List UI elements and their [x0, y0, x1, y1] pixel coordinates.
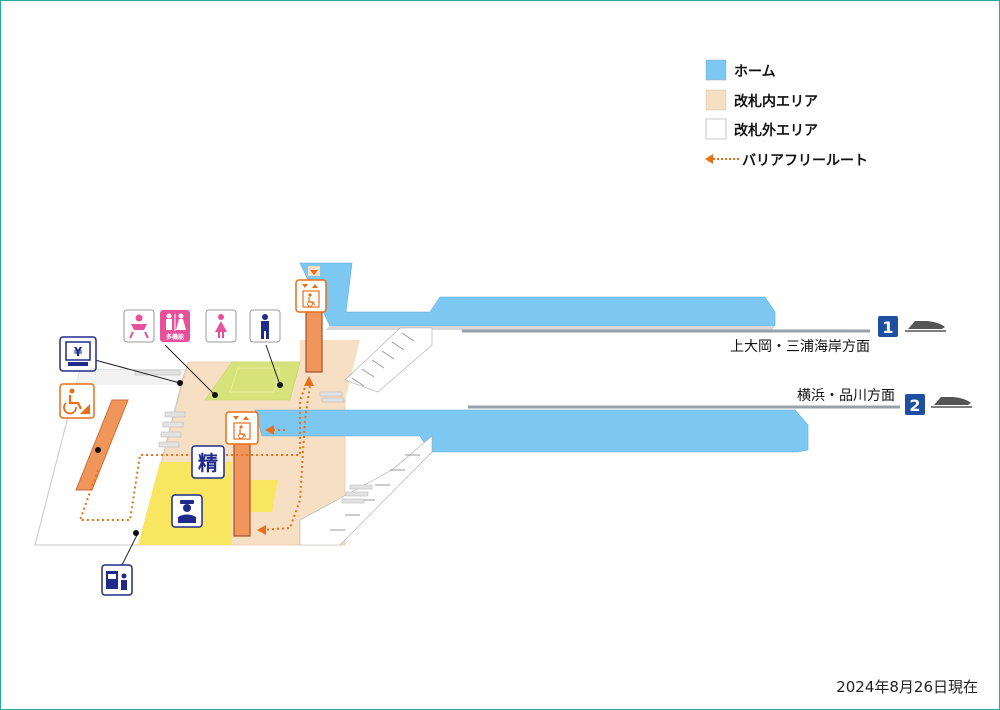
legend-swatch-home: [705, 59, 727, 81]
legend-label-inside: 改札内エリア: [734, 93, 818, 110]
elevator-shaft-platform: [305, 307, 323, 373]
leader-dots: [95, 380, 283, 536]
toilet-inner: [229, 367, 281, 393]
route-arrows: [257, 376, 314, 535]
mens-toilet-icon: [249, 309, 281, 343]
elevator-down-arrow: [310, 270, 318, 275]
yen-sign: ¥: [74, 345, 83, 359]
train-icon-2: [931, 397, 972, 408]
atm-icon: ¥: [59, 336, 97, 372]
legend-label-outside: 改札外エリア: [734, 122, 818, 139]
legend: ホーム 改札内エリア 改札外エリア バリアフリールート: [705, 59, 868, 169]
legend-swatch-inside: [705, 89, 727, 111]
leader-lines: [94, 344, 281, 566]
fare-adjustment-label: 精: [198, 451, 218, 475]
platform-2-direction: 横浜・品川方面: [797, 388, 895, 404]
multi-toilet-label: 多機能: [166, 333, 184, 341]
platform-2-number-badge: 2: [905, 394, 925, 415]
office-area-right: [250, 480, 278, 512]
as-of-date: 2024年8月26日現在: [836, 678, 978, 696]
platform-1: [299, 262, 776, 330]
toilet-area: [204, 361, 301, 401]
baby-changing-icon: [123, 309, 155, 343]
legend-swatch-outside: [705, 118, 727, 140]
platform-2-number: 2: [909, 396, 920, 415]
legend-label-home: ホーム: [734, 64, 776, 80]
stairs-platform-1: [344, 327, 433, 393]
platform-1-number-badge: 1: [878, 316, 898, 337]
platform-1-direction: 上大岡・三浦海岸方面: [730, 339, 870, 355]
station-office-icon: [171, 494, 203, 528]
elevator-icon: [295, 279, 327, 313]
legend-route-sample: [705, 154, 740, 164]
multipurpose-toilet-icon: 多機能: [160, 310, 190, 342]
elevator-shaft-concourse: [233, 443, 251, 537]
ticket-machine-icon: [101, 564, 133, 596]
womens-toilet-icon: [205, 309, 237, 343]
platform-2: [254, 409, 809, 453]
accessible-ramp-icon: [59, 383, 95, 419]
train-icon: [905, 321, 946, 332]
fare-adjustment-sign: 精: [191, 445, 225, 479]
platform-1-number: 1: [882, 318, 893, 337]
elevator-icon-concourse: [225, 411, 259, 445]
legend-label-barrier-free: バリアフリールート: [742, 153, 868, 169]
stairs-concourse: [134, 369, 373, 504]
accessible-ramp: [75, 399, 129, 491]
